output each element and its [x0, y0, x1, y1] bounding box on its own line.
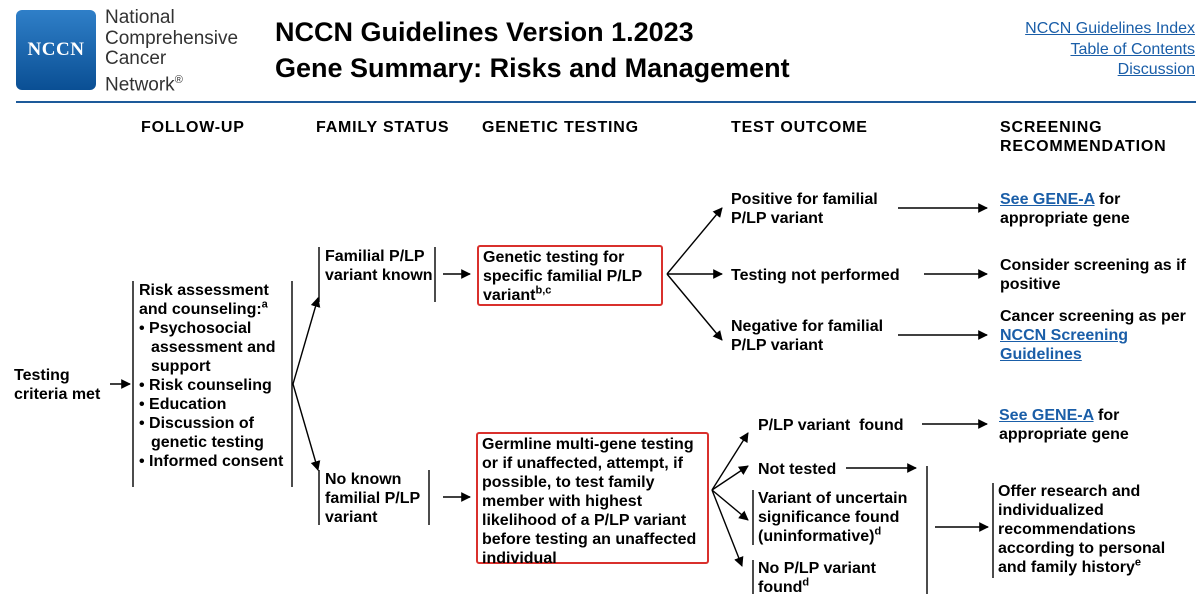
outcome-not-performed: Testing not performed: [731, 267, 900, 284]
see-gene-a-link[interactable]: See GENE-A: [1000, 191, 1095, 208]
recommendation-gene-a-2: See GENE-A for appropriate gene: [999, 407, 1129, 443]
risk-item: • Psychosocial assessment and support: [139, 320, 276, 375]
outcome-negative: Negative for familial P/LP variant: [731, 318, 884, 354]
no-known-variant-node: No known familial P/LP variant: [325, 471, 420, 526]
col-header-family-status: FAMILY STATUS: [316, 119, 450, 136]
table-of-contents-link[interactable]: Table of Contents: [1070, 40, 1195, 58]
nccn-logo: NCCN: [16, 10, 96, 90]
col-header-genetic-testing: GENETIC TESTING: [482, 119, 639, 136]
nav-links: NCCN Guidelines Index Table of Contents …: [1025, 19, 1195, 81]
header-divider: [16, 101, 1196, 103]
start-node: Testing criteria met: [14, 367, 101, 403]
recommendation-research: Offer research and individualized recomm…: [998, 483, 1166, 576]
risk-title: Risk assessment and counseling:a: [139, 282, 269, 318]
outcome-variant-found: P/LP variant found: [758, 417, 904, 434]
risk-item: • Education: [139, 396, 227, 413]
org-line-2: Comprehensive: [105, 27, 239, 49]
risk-item: • Risk counseling: [139, 377, 272, 394]
specific-test-footnote: b,c: [535, 284, 552, 297]
col-header-follow-up: FOLLOW-UP: [141, 119, 245, 136]
org-line-3: Cancer: [105, 48, 167, 69]
recommendation-cancer-screening: Cancer screening as per NCCN Screening G…: [1000, 308, 1186, 363]
outcome-vus: Variant of uncertain significance found …: [758, 490, 908, 545]
outcome-not-tested: Not tested: [758, 461, 837, 478]
outcome-no-variant: No P/LP variant foundd: [758, 560, 876, 596]
outcome-positive: Positive for familial P/LP variant: [731, 191, 878, 227]
specific-testing-box: Genetic testing for specific familial P/…: [477, 245, 663, 306]
risk-item: • Discussion of genetic testing: [139, 415, 264, 451]
col-header-test-outcome: TEST OUTCOME: [731, 119, 868, 136]
title-line-2: Gene Summary: Risks and Management: [275, 53, 790, 83]
logo-text: NCCN: [27, 39, 85, 60]
risk-assessment-node: Risk assessment and counseling:a • Psych…: [139, 281, 289, 471]
organization-name: National Comprehensive Cancer Network®: [105, 7, 239, 95]
multigene-testing-box: Germline multi-gene testing or if unaffe…: [476, 432, 709, 567]
nccn-screening-guidelines-link[interactable]: NCCN Screening Guidelines: [1000, 327, 1129, 363]
familial-known-node: Familial P/LP variant known: [325, 248, 433, 284]
discussion-link[interactable]: Discussion: [1117, 61, 1195, 78]
recommendation-consider-screening: Consider screening as if positive: [1000, 257, 1186, 293]
guidelines-index-link[interactable]: NCCN Guidelines Index: [1025, 20, 1195, 37]
research-footnote: e: [1134, 556, 1142, 569]
col-header-screening-line2: RECOMMENDATION: [1000, 138, 1167, 155]
title-line-1: NCCN Guidelines Version 1.2023: [275, 17, 694, 47]
vus-footnote: d: [874, 525, 882, 538]
col-header-screening: SCREENING RECOMMENDATION: [1000, 118, 1166, 156]
registered-mark: ®: [174, 73, 183, 86]
risk-item: • Informed consent: [139, 453, 284, 470]
no-variant-footnote: d: [802, 576, 810, 589]
page-title: NCCN Guidelines Version 1.2023 Gene Summ…: [275, 14, 790, 86]
col-header-screening-line1: SCREENING: [1000, 119, 1103, 136]
org-line-4: Network®: [105, 73, 183, 95]
see-gene-a-link-2[interactable]: See GENE-A: [999, 407, 1094, 424]
org-line-1: National: [105, 7, 175, 28]
risk-footnote: a: [261, 298, 268, 311]
risk-items: • Psychosocial assessment and support • …: [139, 319, 289, 471]
recommendation-gene-a-1: See GENE-A for appropriate gene: [1000, 191, 1130, 227]
